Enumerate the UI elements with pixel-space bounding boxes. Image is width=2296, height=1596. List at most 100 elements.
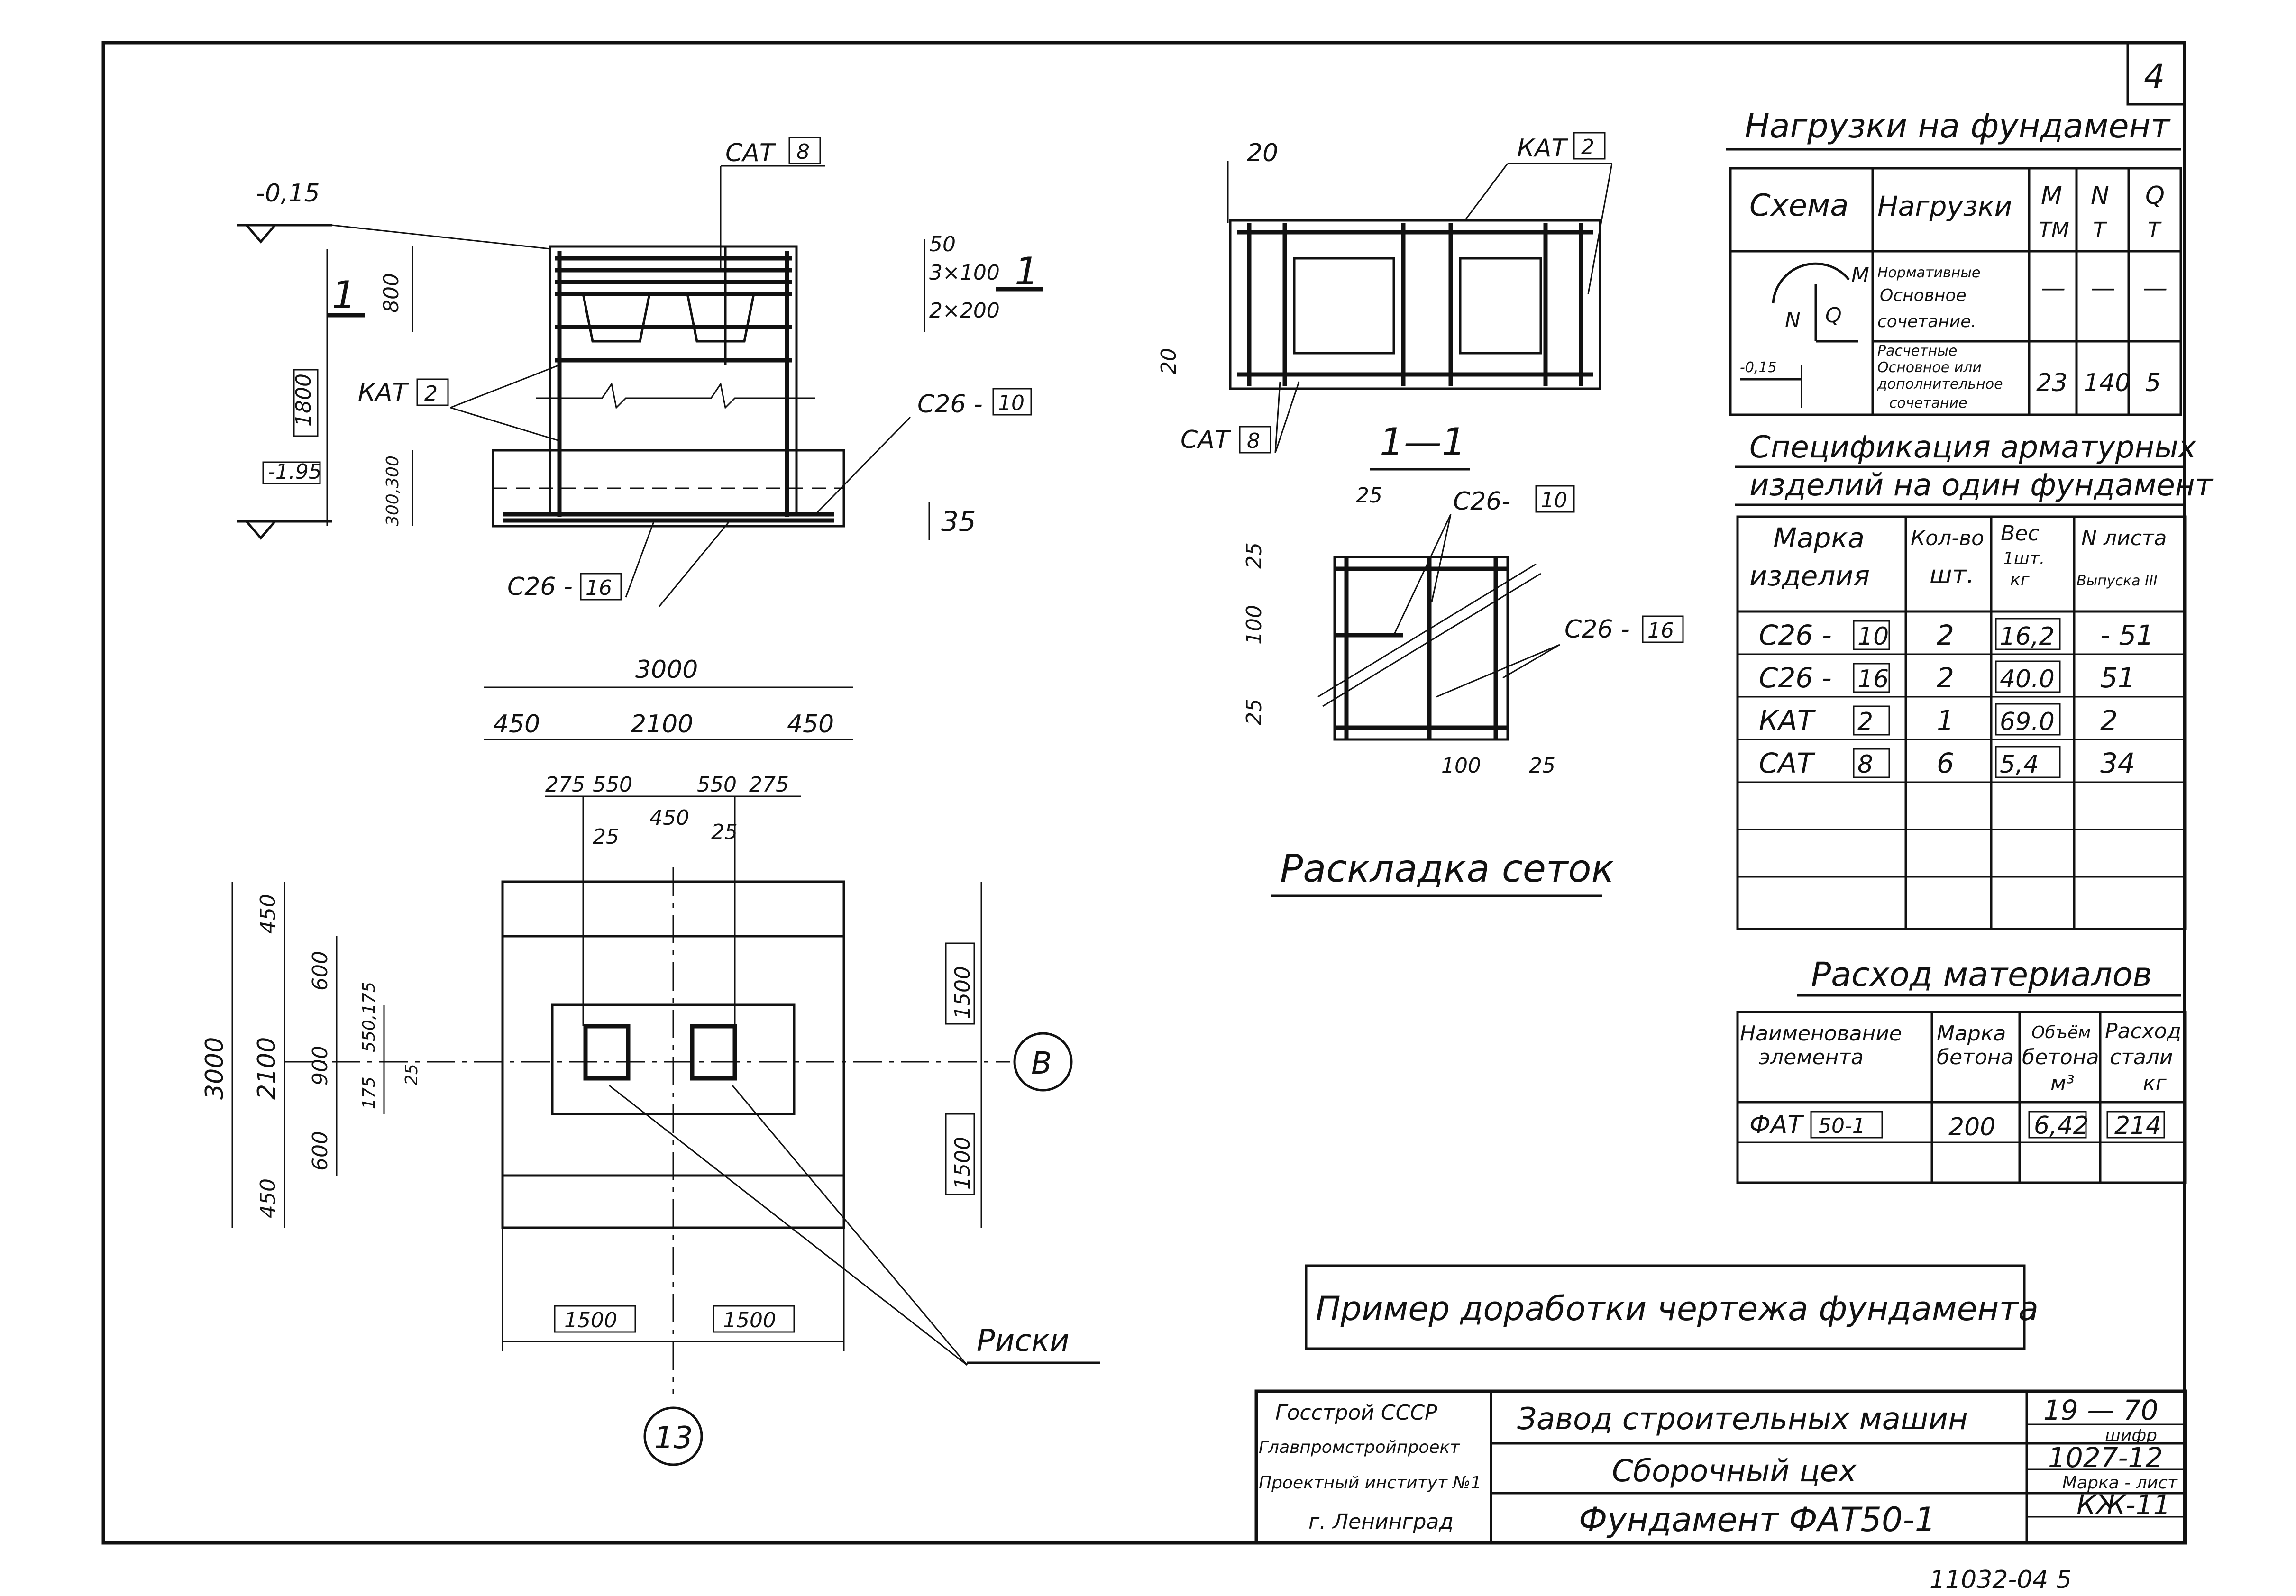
loads-h-m: M: [2041, 182, 2062, 210]
axis-13: 13: [654, 1421, 693, 1456]
spec-row-sheet: 34: [2100, 747, 2135, 779]
spec-table: Спецификация арматурных изделий на один …: [1735, 430, 2214, 930]
mat-element-num: 50-1: [1818, 1114, 1866, 1138]
mat-grade: 200: [1948, 1113, 1995, 1141]
spec-row-num: 2: [1857, 708, 1873, 736]
spec-row-weight: 69.0: [2000, 708, 2055, 736]
c26-10-num: 10: [998, 391, 1025, 415]
spec-row-num: 10: [1857, 622, 1889, 651]
mat-h-grade-1: Марка: [1937, 1021, 2006, 1046]
loads-h-scheme: Схема: [1749, 188, 1848, 223]
axis-b-bubble: [1013, 1032, 1073, 1092]
scheme-level: -0,15: [1740, 359, 1777, 376]
plan-dim-25-left: 25: [402, 1064, 421, 1085]
mat-volume: 6,42: [2034, 1112, 2089, 1140]
spec-row-sheet: - 51: [2100, 619, 2154, 651]
mat-h-steel-2: стали: [2110, 1045, 2173, 1069]
section-1-1: 1—1 25 25 100 25 100 25 С26- 10 С26 - 16…: [1242, 420, 1684, 897]
plan-dim-550-175: 550,175: [359, 982, 379, 1052]
mat-h-steel-3: кг: [2143, 1071, 2167, 1095]
foundation-plan: В 13 3000 450 2100 450 275 550 550 275 4…: [201, 656, 1100, 1466]
spec-h-qty-2: шт.: [1930, 561, 1974, 589]
mat-element: ФАТ: [1749, 1111, 1804, 1139]
plan-dim-450-mid: 450: [649, 806, 689, 830]
tb-mark-label: Марка - лист: [2062, 1473, 2178, 1493]
s11-dim-100b: 100: [1441, 754, 1481, 778]
kat-plan: 20 20 КАТ 2 САТ 8: [1157, 132, 1613, 454]
scheme-n: N: [1785, 308, 1801, 332]
axis-b: В: [1031, 1046, 1052, 1081]
spec-row-num-box: [1853, 620, 1890, 650]
tb-org3: Проектный институт №1: [1259, 1473, 1482, 1493]
materials-table: Расход материалов Наименование элемента …: [1736, 955, 2187, 1184]
s11-dim-25c: 25: [1242, 699, 1266, 725]
dim-35: 35: [941, 505, 976, 538]
loads-r1-n: —: [2091, 274, 2115, 302]
spec-title-1: Спецификация арматурных: [1749, 430, 2197, 465]
scheme-m: M: [1851, 263, 1869, 287]
loads-h-loads: Нагрузки: [1877, 190, 2012, 222]
note-text: Пример доработки чертежа фундамента: [1316, 1289, 2039, 1328]
loads-r1-l1: Нормативные: [1877, 264, 1980, 281]
s11-dim-100a: 100: [1242, 605, 1266, 645]
loads-r2-l2: Основное или: [1877, 359, 1982, 376]
plan-dim-25-l: 25: [593, 825, 619, 849]
dim-800: 800: [379, 273, 403, 313]
loads-r2-q: 5: [2145, 369, 2161, 397]
spec-row-weight-box: [1995, 746, 2061, 778]
note-box: [1305, 1264, 2026, 1350]
axis-13-bubble: [643, 1406, 703, 1466]
spec-h-sheet-2: Выпуска III: [2076, 573, 2158, 589]
loads-r1-m: —: [2041, 274, 2066, 302]
loads-h-t1: Т: [2093, 218, 2107, 242]
spec-row-weight: 5,4: [2000, 750, 2039, 779]
s11-dim-25a: 25: [1356, 483, 1382, 508]
loads-h-tm: ТМ: [2039, 218, 2069, 242]
plan-top-20b: 20: [1157, 348, 1181, 374]
tb-org4: г. Ленинград: [1308, 1510, 1454, 1534]
tb-building: Сборочный цех: [1612, 1454, 1857, 1489]
mat-h-vol-3: м³: [2050, 1071, 2075, 1095]
spec-row-qty: 1: [1937, 704, 1954, 737]
loads-r2-l1: Расчетные: [1877, 343, 1957, 359]
c26-10-label: С26 -: [917, 390, 983, 419]
section-cut-left: 1: [332, 273, 356, 317]
kat-label: КАТ: [358, 378, 409, 407]
spec-h-qty-1: Кол-во: [1911, 526, 1984, 550]
s11-dim-25d: 25: [1529, 754, 1555, 778]
spec-row-mark: САТ: [1759, 747, 1816, 779]
spec-row-num: 8: [1857, 750, 1873, 779]
spec-row-mark: С26 -: [1759, 619, 1832, 651]
spec-row-weight-box: [1995, 618, 2061, 650]
loads-r2-l4: сочетание: [1889, 395, 1967, 411]
section-cut-right: 1: [1015, 249, 1039, 293]
loads-h-q: Q: [2145, 182, 2165, 210]
plan-top-cat-num: 8: [1247, 429, 1260, 453]
spec-row-weight-box: [1995, 660, 2061, 693]
plan-dim-175: 175: [359, 1076, 379, 1109]
s11-c26-16: С26 -: [1564, 615, 1630, 644]
spec-row-qty: 2: [1937, 619, 1954, 651]
dim-2x200: 2×200: [929, 299, 1000, 323]
plan-dim-550-r: 550: [697, 773, 737, 797]
column-stub: [549, 245, 798, 452]
marks-label: Риски: [977, 1323, 1070, 1359]
spec-h-sheet-1: N листа: [2081, 526, 2167, 550]
plan-top-cat: САТ: [1180, 426, 1232, 454]
plan-dim-450-tl: 450: [493, 710, 540, 739]
spec-row-qty: 6: [1937, 747, 1954, 779]
plan-dim-3000-top: 3000: [635, 656, 698, 684]
tb-project: Завод строительных машин: [1517, 1402, 1968, 1437]
spec-h-w-3: кг: [2010, 570, 2030, 590]
tb-drawing: Фундамент ФАТ50-1: [1579, 1500, 1936, 1539]
plan-dim-3000-left: 3000: [201, 1037, 229, 1100]
kat-num: 2: [424, 382, 438, 406]
tb-cipher: 1027-12: [2048, 1441, 2163, 1474]
spec-row-mark: С26 -: [1759, 662, 1832, 694]
plan-dim-450-lb: 450: [256, 1178, 280, 1218]
loads-r2-l3: дополнительное: [1877, 376, 2003, 392]
plan-dim-2100-top: 2100: [631, 710, 693, 739]
loads-table: Нагрузки на фундамент Схема Нагрузки M Т…: [1726, 107, 2182, 416]
c26-16-num: 16: [585, 576, 612, 600]
